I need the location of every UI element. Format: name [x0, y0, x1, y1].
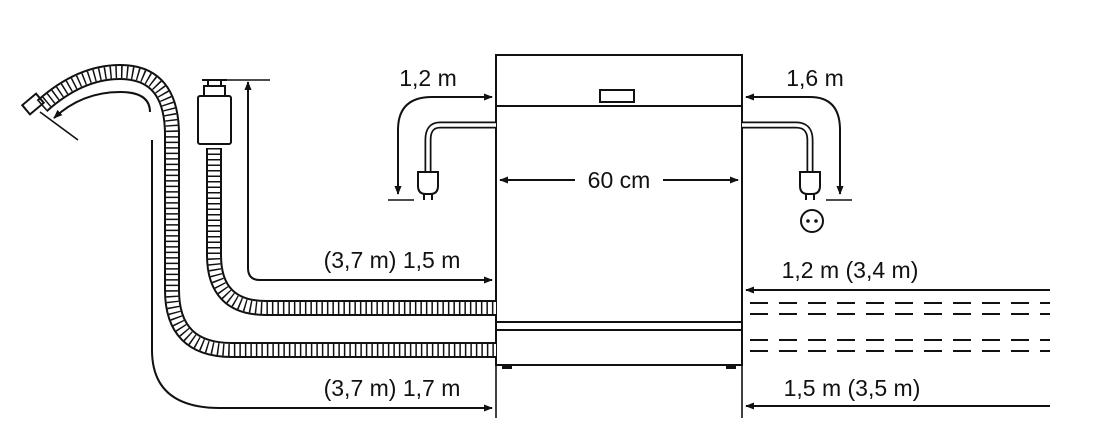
power-plug-icon — [417, 171, 439, 200]
power-cord-right: 1,6 m — [742, 65, 852, 233]
water-supply-lower-label: 1,5 m (3,5 m) — [784, 375, 921, 401]
drain-hose-upper-label: (3,7 m) 1,5 m — [324, 247, 461, 273]
width-label: 60 cm — [588, 167, 651, 193]
wall-socket-icon — [800, 209, 824, 233]
width-dimension: 60 cm — [499, 167, 739, 193]
water-supply-lower-dimension: 1,5 m (3,5 m) — [745, 375, 1050, 410]
drain-hose-lower-dimension: (3,7 m) 1,7 m — [151, 140, 493, 412]
drain-hose-lower-label: (3,7 m) 1,7 m — [324, 375, 461, 401]
power-cord-right-label: 1,6 m — [786, 65, 844, 91]
dishwasher-icon — [495, 54, 743, 369]
power-plug-icon — [799, 171, 821, 200]
power-cord-left-label: 1,2 m — [399, 65, 457, 91]
drain-hose-icon — [20, 63, 496, 358]
water-supply-upper-dimension: 1,2 m (3,4 m) — [745, 257, 1050, 294]
drain-hose-upper-dimension: (3,7 m) 1,5 m — [244, 81, 493, 284]
power-cord-left: 1,2 m — [388, 65, 496, 201]
water-supply-hoses — [750, 302, 1050, 352]
water-supply-upper-label: 1,2 m (3,4 m) — [782, 257, 919, 283]
inlet-hose-with-valve-icon — [197, 79, 496, 316]
